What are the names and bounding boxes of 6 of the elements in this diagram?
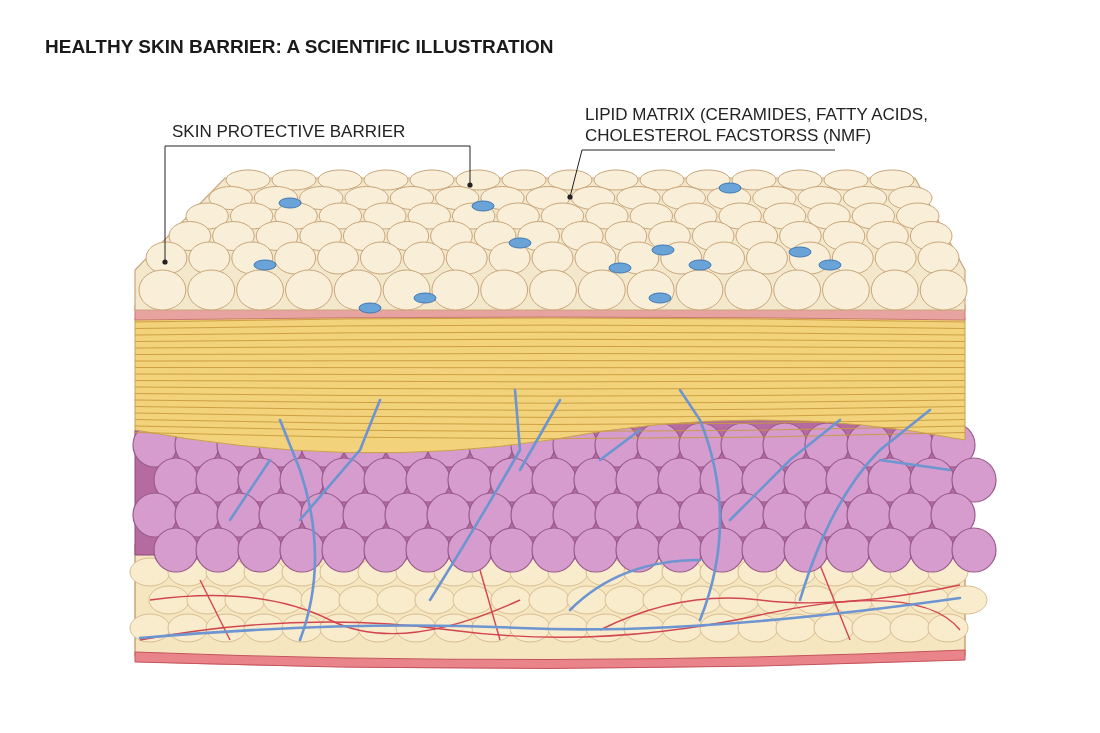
leader-line [164,145,473,188]
diagram-title: HEALTHY SKIN BARRIER: A SCIENTIFIC ILLUSTRATION [45,36,554,57]
callout-label: SKIN PROTECTIVE BARRIER [172,121,432,142]
leader-line [162,145,168,265]
leader-line [567,149,836,200]
callout-label: LIPID MATRIX (CERAMIDES, FATTY ACIDS, CHOLESTEROL FACSTORSS (NMF) [585,104,995,146]
